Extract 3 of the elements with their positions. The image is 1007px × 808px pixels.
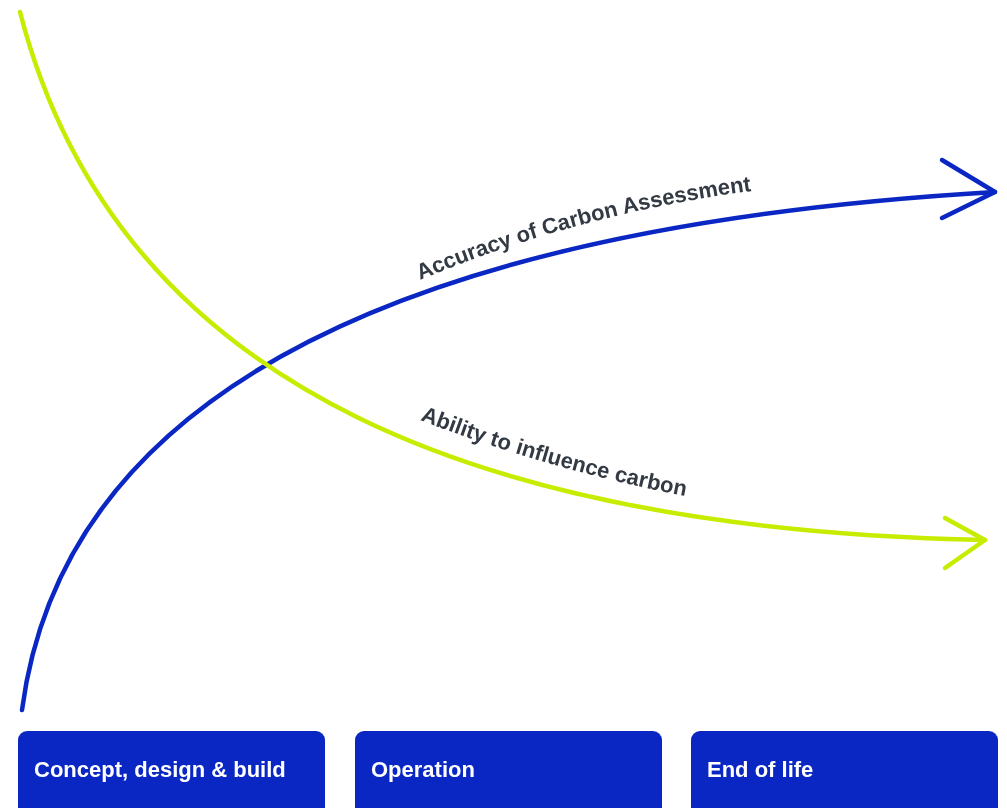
phase-box: Operation	[355, 731, 662, 808]
phase-box: End of life	[691, 731, 998, 808]
phase-box: Concept, design & build	[18, 731, 325, 808]
